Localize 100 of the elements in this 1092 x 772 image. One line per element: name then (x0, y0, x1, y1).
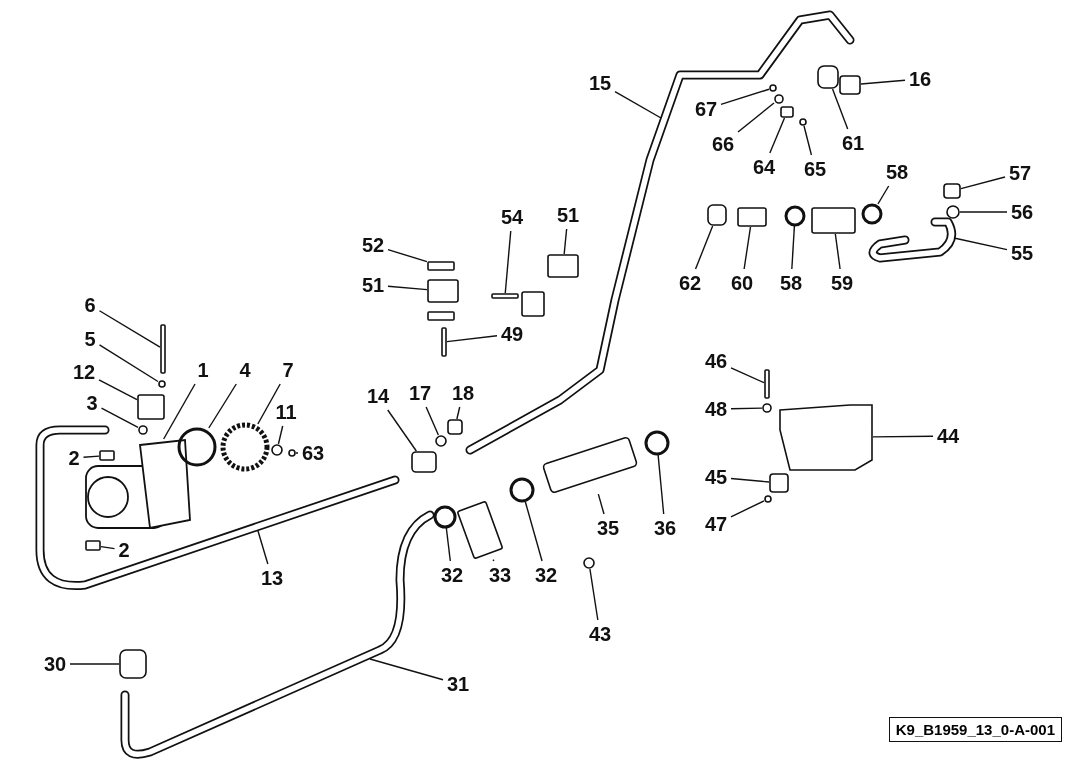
callout-number: 55 (1011, 242, 1034, 264)
callout-number: 13 (261, 567, 284, 589)
washer-drawing (435, 435, 447, 447)
leader-line (959, 211, 1008, 213)
callout-number: 60 (731, 272, 754, 294)
callout-number: 59 (831, 272, 854, 294)
callout-number: 30 (44, 653, 67, 675)
leader-line (277, 425, 284, 445)
leader-line (208, 383, 237, 429)
callout-number: 2 (118, 539, 130, 561)
callout-number: 36 (654, 517, 677, 539)
leader-line (791, 225, 796, 270)
callout-number: 1 (197, 359, 209, 381)
callout-number: 32 (535, 564, 558, 586)
nut-drawing (764, 495, 772, 503)
callout-number: 18 (452, 382, 475, 404)
leader-line (524, 501, 543, 562)
callout-number: 67 (695, 98, 718, 120)
leader-line (589, 568, 599, 621)
callout-number: 5 (84, 328, 96, 350)
callout-number: 15 (589, 72, 612, 94)
bolt-drawing (441, 327, 447, 357)
callout-number: 54 (501, 206, 524, 228)
leader-line (98, 379, 138, 401)
washer-drawing (158, 380, 166, 388)
pump-drawing (85, 439, 191, 530)
callout-number: 16 (909, 68, 932, 90)
clamp-drawing (769, 473, 789, 493)
leader-line (82, 455, 100, 458)
callout-number: 56 (1011, 201, 1034, 223)
callout-number: 14 (367, 385, 390, 407)
callout-number: 51 (557, 204, 580, 226)
elbow-drawing (839, 75, 861, 95)
leader-line (387, 409, 418, 452)
leader-line (387, 285, 428, 291)
leader-line (492, 558, 495, 562)
leader-line (730, 500, 765, 518)
callout-number: 35 (597, 517, 620, 539)
leader-line (730, 407, 763, 410)
callout-number: 58 (780, 272, 803, 294)
drawing-code: K9_B1959_13_0-A-001 (888, 717, 1062, 742)
leader-line (730, 477, 770, 483)
callout-number: 32 (441, 564, 464, 586)
leader-line (743, 226, 752, 270)
callout-number: 4 (239, 359, 251, 381)
callout-number: 17 (409, 382, 432, 404)
clamp-block-drawing (427, 279, 459, 303)
callout-number: 44 (937, 425, 960, 447)
plate-drawing (427, 261, 455, 271)
leader-line (387, 248, 428, 263)
leader-line (730, 367, 765, 384)
callout-number: 47 (705, 513, 728, 535)
leader-line (69, 663, 120, 665)
leader-line (960, 176, 1006, 190)
leader-line (98, 344, 159, 383)
hose-clamp-drawing (509, 477, 535, 503)
fuel-pipe (35, 425, 400, 590)
callout-number: 31 (447, 673, 470, 695)
callout-number: 62 (679, 272, 702, 294)
bolt-drawing (160, 324, 166, 374)
leader-line (834, 233, 841, 270)
callout-number: 61 (842, 132, 865, 154)
leader-line (98, 310, 161, 348)
leader-line (295, 452, 299, 454)
gear-drawing (220, 422, 270, 472)
cap-drawing (447, 419, 463, 435)
leader-line (425, 406, 440, 436)
fuel-pipe (868, 217, 957, 263)
bracket-drawing (779, 404, 873, 471)
callout-number: 63 (302, 442, 325, 464)
leader-line (597, 493, 605, 515)
callout-number: 64 (753, 156, 776, 178)
leader-line (720, 88, 770, 105)
callout-number: 45 (705, 466, 728, 488)
callout-number: 51 (362, 274, 385, 296)
callout-number: 57 (1009, 162, 1032, 184)
leader-line (769, 117, 786, 154)
leader-line (563, 228, 568, 255)
callout-number: 43 (589, 623, 612, 645)
hose-clamp-drawing (433, 505, 457, 529)
leader-line (257, 383, 281, 425)
leader-line (831, 88, 849, 130)
leader-line (100, 545, 116, 550)
nut-drawing (946, 205, 960, 219)
callout-number: 7 (282, 359, 294, 381)
fitting-drawing (943, 183, 961, 199)
leader-line (657, 454, 665, 515)
leader-line (100, 407, 139, 429)
callout-number: 11 (275, 401, 297, 423)
leader-line (694, 225, 714, 270)
leader-line (872, 435, 934, 438)
leader-line (803, 125, 813, 156)
leader-line (369, 658, 444, 681)
callout-number: 58 (886, 161, 909, 183)
fitting-drawing (411, 451, 437, 473)
callout-number: 46 (705, 350, 728, 372)
callout-number: 65 (804, 158, 827, 180)
leader-line (446, 335, 498, 343)
leader-line (456, 406, 461, 420)
leader-line (737, 102, 775, 133)
